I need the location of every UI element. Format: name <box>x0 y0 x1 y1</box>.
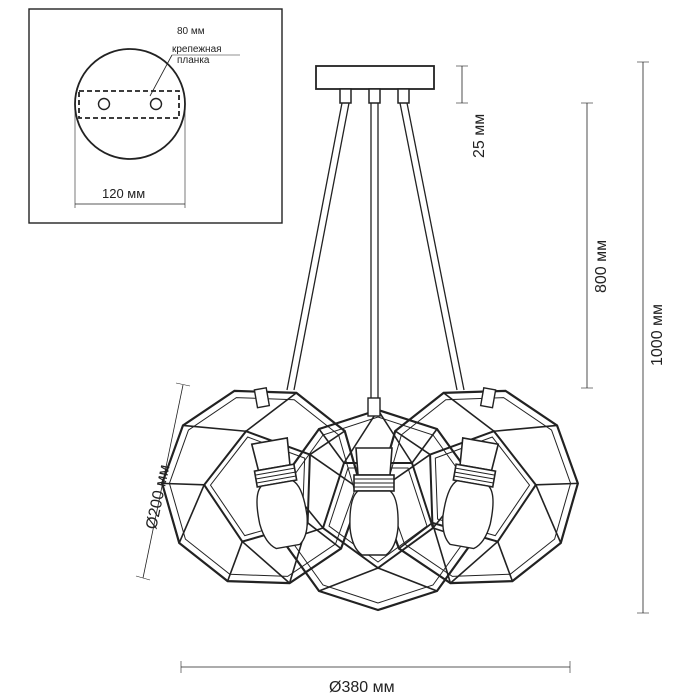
plate-name-label-line1: крепежная <box>172 44 222 55</box>
dimension-total-height: 1000 мм <box>637 61 666 614</box>
plate-width-label: 80 мм <box>177 26 205 37</box>
dimension-shade-diameter: Ø200 мм <box>135 382 191 581</box>
total-height-label: 1000 мм <box>649 304 666 366</box>
canopy-circle <box>74 48 186 160</box>
dimension-total-diameter: Ø380 мм <box>180 661 571 696</box>
cord-length-label: 800 мм <box>593 240 610 293</box>
canopy-top-view-inset: 80 мм крепежная планка 120 мм <box>28 8 283 224</box>
plate-leader-line <box>149 54 173 97</box>
canopy-diameter-label: 120 мм <box>102 186 145 201</box>
shade-diameter-label: Ø200 мм <box>143 463 173 531</box>
bulb-center <box>349 397 399 556</box>
suspension-cords <box>286 102 465 398</box>
inset-frame <box>28 8 283 224</box>
total-diameter-label: Ø380 мм <box>329 679 395 696</box>
bulb-right <box>437 387 506 552</box>
bulb-left <box>244 387 313 552</box>
dimension-canopy-height: 25 мм <box>456 65 488 158</box>
plate-name-label-line2: планка <box>177 55 210 66</box>
canopy-height-label: 25 мм <box>471 114 488 158</box>
ceiling-canopy <box>315 65 435 90</box>
dimension-cord-length: 800 мм <box>581 102 610 389</box>
mounting-plate <box>78 90 180 119</box>
canopy-side-view <box>315 65 435 104</box>
mounting-hole-right <box>149 97 163 111</box>
mounting-hole-left <box>97 97 111 111</box>
